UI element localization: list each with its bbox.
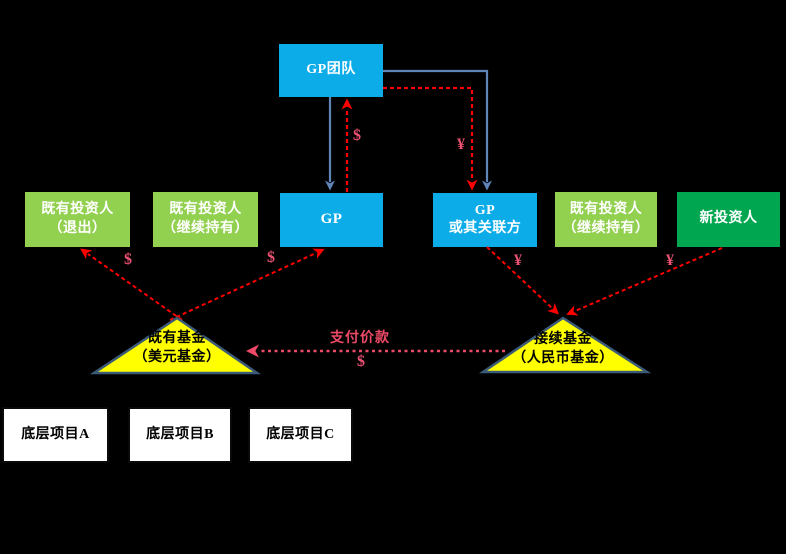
node-project-a-label: 底层项目A xyxy=(21,426,90,442)
arrow-fund-to-gp xyxy=(169,248,325,321)
node-label-line1: GP xyxy=(474,202,496,218)
label-yuan-gpteam-to-affiliate: ¥ xyxy=(457,136,465,153)
node-project-b-label: 底层项目B xyxy=(146,426,214,442)
node-existing-investor-hold-left: 既有投资人 （继续持有） xyxy=(153,192,258,247)
node-label-line2: （继续持有） xyxy=(562,220,650,236)
node-label-line1: 既有投资人 xyxy=(41,202,114,218)
continuation-fund-line2: （人民币基金） xyxy=(512,350,614,366)
node-label-line2: 或其关联方 xyxy=(448,221,522,236)
label-payment: 支付价款 xyxy=(330,331,390,346)
node-gp: GP xyxy=(280,193,383,247)
existing-fund-line2: （美元基金） xyxy=(133,349,221,365)
node-label-line1: 既有投资人 xyxy=(169,202,242,218)
node-project-c-label: 底层项目C xyxy=(266,426,335,442)
label-dollar-fund-to-gp: $ xyxy=(267,249,275,266)
arrow-gpteam-to-affiliate xyxy=(383,69,492,191)
label-dollar-gp-to-gpteam: $ xyxy=(353,127,361,144)
existing-fund-line1: 既有基金 xyxy=(148,331,206,346)
label-existing-fund: 既有基金 （美元基金） xyxy=(97,330,257,367)
arrow-gpteam-to-affiliate-yuan xyxy=(383,86,478,191)
label-yuan-affiliate-to-fund: ¥ xyxy=(514,252,522,269)
node-project-a: 底层项目A xyxy=(2,407,109,463)
node-gp-or-affiliate: GP 或其关联方 xyxy=(433,193,537,247)
node-gp-label: GP xyxy=(320,211,343,228)
node-project-b: 底层项目B xyxy=(128,407,232,463)
continuation-fund-line1: 接续基金 xyxy=(534,332,592,347)
node-label-line2: （继续持有） xyxy=(162,220,249,236)
node-label-line1: 既有投资人 xyxy=(569,202,643,218)
label-dollar-fund-to-exit-investor: $ xyxy=(124,251,132,268)
label-continuation-fund: 接续基金 （人民币基金） xyxy=(483,331,643,368)
label-yuan-new-investor-to-fund: ¥ xyxy=(666,252,674,269)
node-existing-investor-hold-right: 既有投资人 （继续持有） xyxy=(555,192,657,247)
label-dollar-payment: $ xyxy=(357,353,365,370)
node-new-investor: 新投资人 xyxy=(677,192,780,247)
node-existing-investor-exit: 既有投资人 （退出） xyxy=(25,192,130,247)
node-new-investor-label: 新投资人 xyxy=(699,211,758,227)
node-gp-team-label: GP团队 xyxy=(306,62,356,78)
arrow-new-investor-to-continuation-fund xyxy=(566,247,723,316)
node-project-c: 底层项目C xyxy=(248,407,353,463)
node-gp-team: GP团队 xyxy=(279,44,383,97)
node-label-line2: （退出） xyxy=(48,220,107,236)
